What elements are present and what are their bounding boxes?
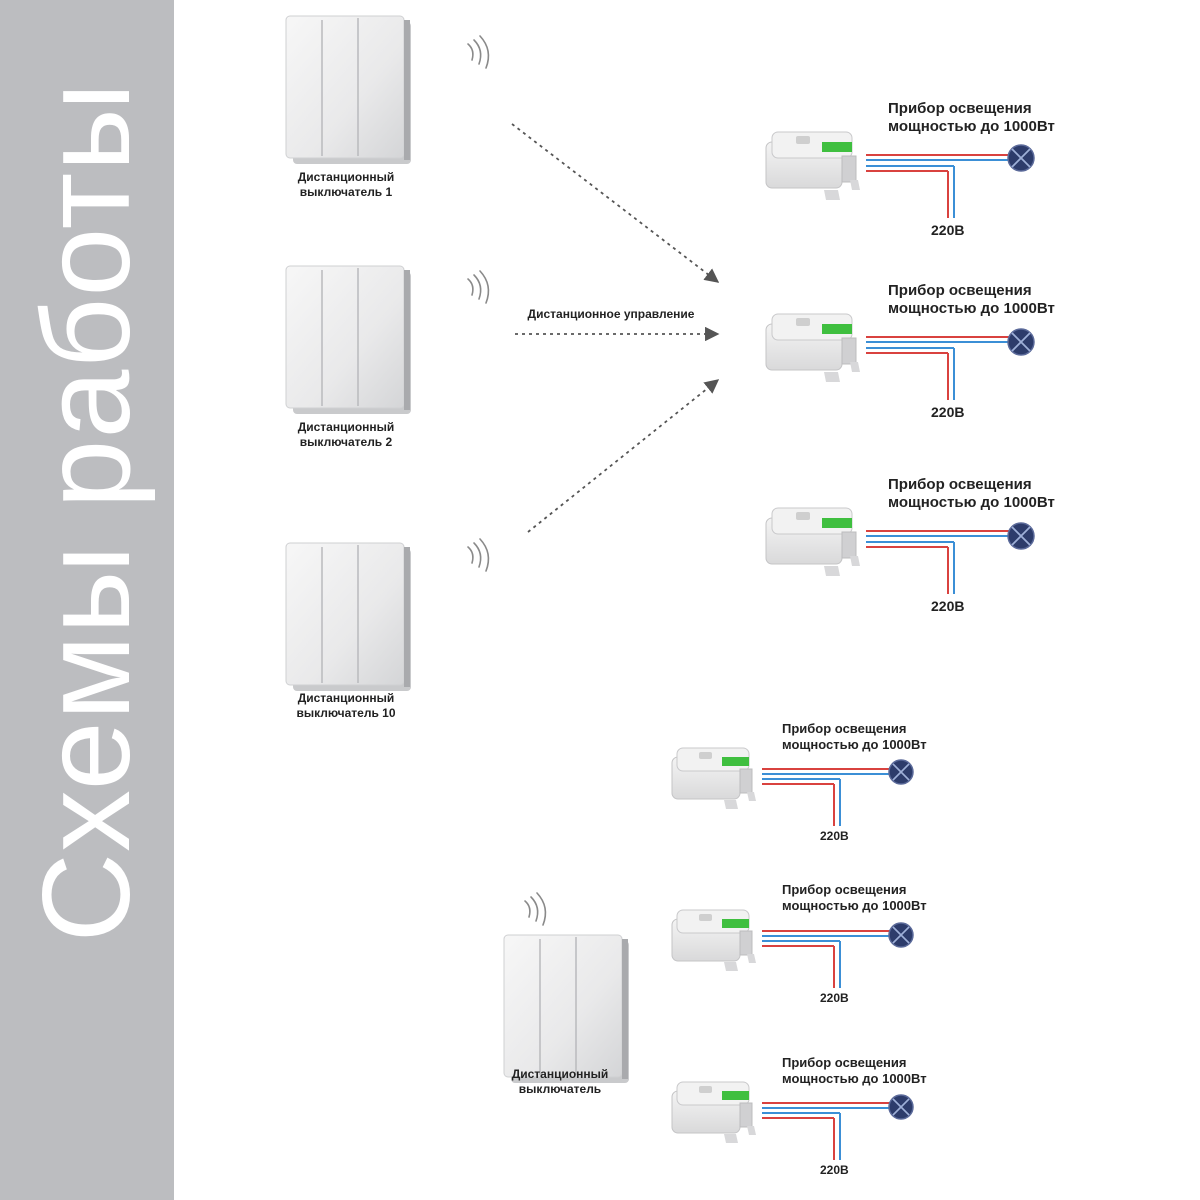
voltage-label: 220В <box>820 991 849 1005</box>
lamp-label-line: Прибор освещения <box>782 882 907 897</box>
switch-label-line: Дистанционный <box>511 1067 609 1081</box>
lamp-label-line: Прибор освещения <box>782 721 907 736</box>
lamp-label-line: Прибор освещения <box>888 282 1032 299</box>
lamp-label: Прибор освещения мощностью до 1000Вт <box>782 882 927 913</box>
wireless-switch-10 <box>285 542 412 692</box>
lamp-label-line: мощностью до 1000Вт <box>888 300 1055 317</box>
switch-label-line: Дистанционный <box>297 691 395 705</box>
switch-label-single: Дистанционный выключатель <box>512 1067 609 1097</box>
radio-wave-icon <box>467 270 490 304</box>
lamp-label-line: мощностью до 1000Вт <box>888 118 1055 135</box>
voltage-label: 220В <box>931 404 965 420</box>
relay-receiver <box>765 313 861 383</box>
lamp-label-line: Прибор освещения <box>782 1055 907 1070</box>
lamp-label: Прибор освещения мощностью до 1000Вт <box>888 100 1055 136</box>
wireless-switch-single <box>503 934 630 1084</box>
radio-wave-icon <box>524 892 547 926</box>
relay-receiver <box>671 1081 757 1144</box>
relay-receiver <box>765 131 861 201</box>
wiring-group-2 <box>866 328 1035 400</box>
switch-label-2: Дистанционный выключатель 2 <box>298 420 395 450</box>
switch-label-line: выключатель 1 <box>299 185 393 199</box>
switch-label-1: Дистанционный выключатель 1 <box>298 170 395 200</box>
wiring-group-3 <box>866 522 1035 594</box>
sidebar-panel: Схемы работы <box>0 0 174 1200</box>
switch-label-10: Дистанционный выключатель 10 <box>296 691 395 721</box>
lamp-label: Прибор освещения мощностью до 1000Вт <box>888 476 1055 512</box>
lamp-label-line: мощностью до 1000Вт <box>782 736 927 752</box>
voltage-label: 220В <box>820 829 849 843</box>
voltage-label: 220В <box>820 1163 849 1177</box>
switch-label-line: Дистанционный <box>297 420 395 434</box>
lamp-label-line: Прибор освещения <box>888 476 1032 493</box>
signal-arrow <box>527 379 720 533</box>
relay-receiver <box>765 507 861 577</box>
wiring-group-6 <box>762 1094 914 1160</box>
radio-wave-icon <box>467 35 490 69</box>
remote-control-label: Дистанционное управление <box>527 307 695 321</box>
lamp-label-line: мощностью до 1000Вт <box>782 897 927 913</box>
signal-arrow <box>511 123 720 283</box>
voltage-label: 220В <box>931 598 965 614</box>
relay-receiver <box>671 909 757 972</box>
lamp-label-line: мощностью до 1000Вт <box>888 494 1055 511</box>
wiring-group-1 <box>866 144 1035 218</box>
voltage-label: 220В <box>931 222 965 238</box>
wiring-group-5 <box>762 922 914 988</box>
wireless-switch-2 <box>285 265 412 415</box>
switch-label-line: выключатель 2 <box>299 435 393 449</box>
wireless-switch-1 <box>285 15 412 165</box>
switch-label-line: Дистанционный <box>297 170 395 184</box>
lamp-label-line: Прибор освещения <box>888 100 1032 117</box>
radio-wave-icon <box>467 538 490 572</box>
switch-label-line: выключатель 10 <box>296 706 396 720</box>
lamp-label: Прибор освещения мощностью до 1000Вт <box>782 1055 927 1086</box>
lamp-label: Прибор освещения мощностью до 1000Вт <box>888 282 1055 318</box>
switch-label-line: выключатель <box>518 1082 602 1096</box>
wiring-group-4 <box>762 759 914 826</box>
lamp-label-line: мощностью до 1000Вт <box>782 1070 927 1086</box>
lamp-label: Прибор освещения мощностью до 1000Вт <box>782 721 927 752</box>
relay-receiver <box>671 747 757 810</box>
